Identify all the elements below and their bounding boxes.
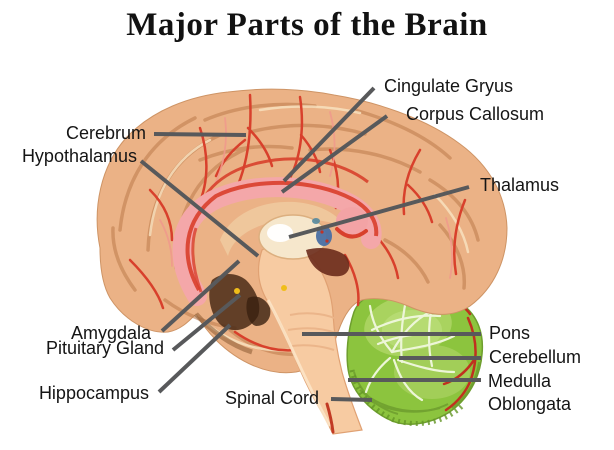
- corpus-callosum-leader-line: [280, 114, 389, 194]
- cingulate-gyrus-leader-line: [282, 86, 376, 183]
- label-medulla-oblongata: Medulla Oblongata: [488, 371, 572, 414]
- cerebrum-leader-line: [153, 132, 247, 137]
- label-thalamus: Thalamus: [480, 175, 560, 195]
- corpus-callosum-shape: [172, 157, 382, 306]
- pituitary-gland-leader-line: [171, 293, 242, 352]
- label-spinal-cord: Spinal Cord: [224, 388, 319, 408]
- page-title: Major Parts of the Brain: [126, 7, 488, 43]
- label-amygdala: Amygdala: [70, 323, 151, 343]
- spinal-cord-leader-line: [330, 397, 373, 402]
- label-hippocampus: Hippocampus: [38, 383, 149, 403]
- label-corpus-callosum: Corpus Callosum: [406, 104, 545, 124]
- label-pons: Pons: [489, 323, 531, 343]
- label-pituitary-gland: Pituitary Gland: [45, 338, 164, 358]
- label-cerebrum: Cerebrum: [65, 123, 146, 143]
- mammillary-dot: [281, 285, 287, 291]
- hippocampus-leader-line: [157, 323, 232, 394]
- optic-chiasm-dot: [234, 288, 240, 294]
- label-hypothalamus: Hypothalamus: [21, 146, 137, 166]
- label-cerebellum: Cerebellum: [489, 347, 582, 367]
- brainstem-shape: [234, 245, 363, 435]
- leader-lines: [139, 86, 481, 402]
- hypothalamus-leader-line: [139, 159, 260, 258]
- cerebellum-shape: [346, 286, 484, 426]
- thalamus-leader-line: [288, 185, 470, 239]
- amygdala-leader-line: [160, 259, 241, 333]
- label-cingulate-gyrus: Cingulate Gryus: [384, 76, 514, 96]
